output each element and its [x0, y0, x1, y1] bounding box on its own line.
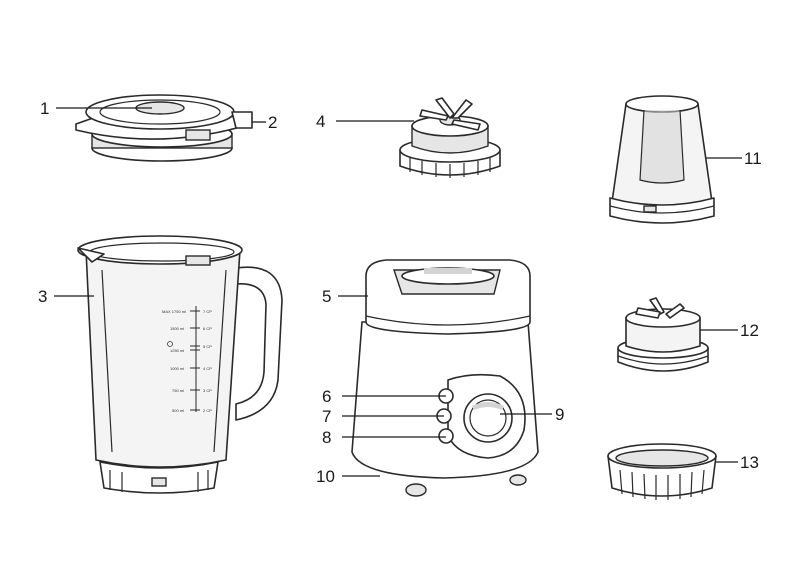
jar-cup-mark: 7 CP: [203, 309, 212, 314]
callout-12: 12: [740, 321, 759, 340]
callout-8: 8: [322, 428, 331, 447]
jar-cup-mark: 6 CP: [203, 326, 212, 331]
jar-scale-row-6: 500 ml 2 CP: [172, 408, 212, 413]
blender-jar: MAX 1750 ml 7 CP 1500 ml 6 CP 5 CP 1250 …: [77, 235, 283, 494]
jar-ml-mark: 1000 ml: [170, 366, 184, 371]
callout-5: 5: [322, 287, 331, 306]
callout-11: 11: [744, 149, 762, 168]
callout-13: 13: [740, 453, 759, 472]
callout-4: 4: [316, 112, 325, 131]
jar-scale-row-3: 1250 ml: [170, 348, 200, 353]
jar-scale-row-0: MAX 1750 ml 7 CP: [162, 309, 212, 314]
jar-scale-row-5: 750 ml 3 CP: [172, 388, 212, 393]
callout-7: 7: [322, 407, 331, 426]
personal-blending-cup: [609, 95, 715, 224]
jar-ml-mark: 1250 ml: [170, 348, 184, 353]
smoothie-button[interactable]: [438, 428, 454, 444]
speed-dial[interactable]: [463, 393, 513, 443]
control-panel: [436, 373, 526, 459]
jar-scale-row-2: 5 CP: [167, 341, 212, 349]
jar-lid: [75, 94, 253, 162]
ring-cap: [607, 443, 717, 500]
jar-ml-mark: 1500 ml: [170, 326, 184, 331]
ice-icon: [167, 341, 173, 347]
blade-assembly: [399, 97, 501, 178]
callout-6: 6: [322, 387, 331, 406]
callout-2: 2: [268, 113, 277, 132]
jar-cup-mark: 3 CP: [203, 388, 212, 393]
small-blade-assembly: [617, 297, 709, 372]
jar-cup-mark: 4 CP: [203, 366, 212, 371]
callout-3: 3: [38, 287, 47, 306]
jar-cup-mark: 5 CP: [203, 344, 212, 349]
jar-ml-mark: 500 ml: [172, 408, 184, 413]
jar-cup-mark: 2 CP: [203, 408, 212, 413]
jar-ml-mark: MAX 1750 ml: [162, 309, 186, 314]
jar-scale-row-4: 1000 ml 4 CP: [170, 366, 212, 371]
callout-10: 10: [316, 467, 335, 486]
callout-9: 9: [555, 405, 564, 424]
callout-labels: 1 2 3 4 5 6 7 8 9 10 11 12 13: [38, 99, 762, 486]
callout-lines: [54, 107, 742, 477]
callout-1: 1: [40, 99, 49, 118]
jar-scale-row-1: 1500 ml 6 CP: [170, 326, 212, 331]
motor-base: [351, 259, 539, 497]
jar-ml-mark: 750 ml: [172, 388, 184, 393]
